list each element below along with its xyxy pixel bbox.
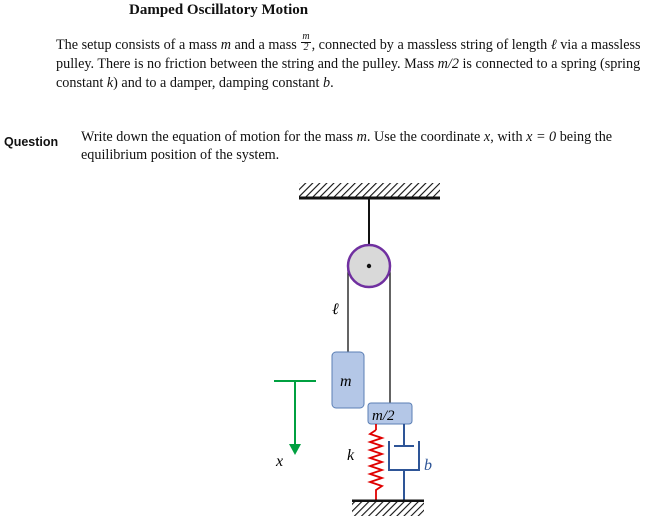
mass-m: m	[331, 351, 365, 409]
question-text: Write down the equation of motion for th…	[81, 129, 613, 163]
mass-m-label: m	[340, 373, 352, 390]
question-label: Question	[4, 135, 59, 149]
damping-constant-label: b	[424, 457, 432, 474]
string-length-label: ℓ	[332, 301, 339, 318]
ceiling-support	[299, 183, 440, 200]
mass-m-half: m/2	[367, 402, 413, 425]
spring	[367, 424, 385, 500]
floor-support	[352, 499, 424, 516]
spring-constant-label: k	[347, 447, 355, 464]
page-title: Damped Oscillatory Motion	[129, 2, 309, 18]
damper	[388, 424, 420, 500]
coordinate-x-label: x	[275, 453, 283, 470]
mass-m-half-label: m/2	[372, 408, 395, 424]
pulley	[346, 243, 392, 289]
problem-description: The setup consists of a mass m and a mas…	[56, 31, 641, 91]
coordinate-arrow	[274, 380, 316, 455]
